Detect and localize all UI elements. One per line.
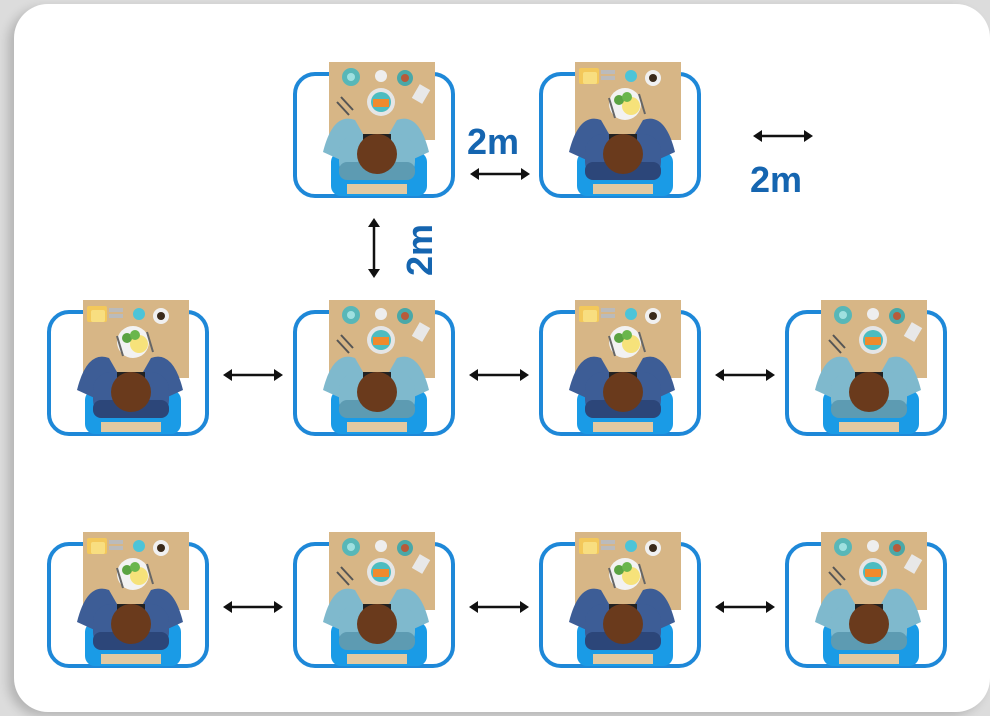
row-arrow-icon [223,601,283,613]
top-gap-arrow-icon [470,168,530,180]
dining-station [785,512,953,672]
vertical-gap-label: 2m [399,223,440,277]
dining-station [539,280,707,440]
row-arrow-icon [469,369,529,381]
dining-station [293,280,461,440]
dining-station [47,280,215,440]
legend-label: 2m [750,159,803,200]
dining-station [293,512,461,672]
vertical-arrow-icon [368,218,380,278]
row-arrow-icon [469,601,529,613]
dining-station [539,512,707,672]
legend-arrow-icon [753,130,813,142]
dining-station [293,42,461,202]
row-arrow-icon [715,601,775,613]
dining-station [47,512,215,672]
row-arrow-icon [223,369,283,381]
row-arrow-icon [715,369,775,381]
dining-station [785,280,953,440]
dining-station [539,42,707,202]
top-gap-label: 2m [467,121,520,162]
